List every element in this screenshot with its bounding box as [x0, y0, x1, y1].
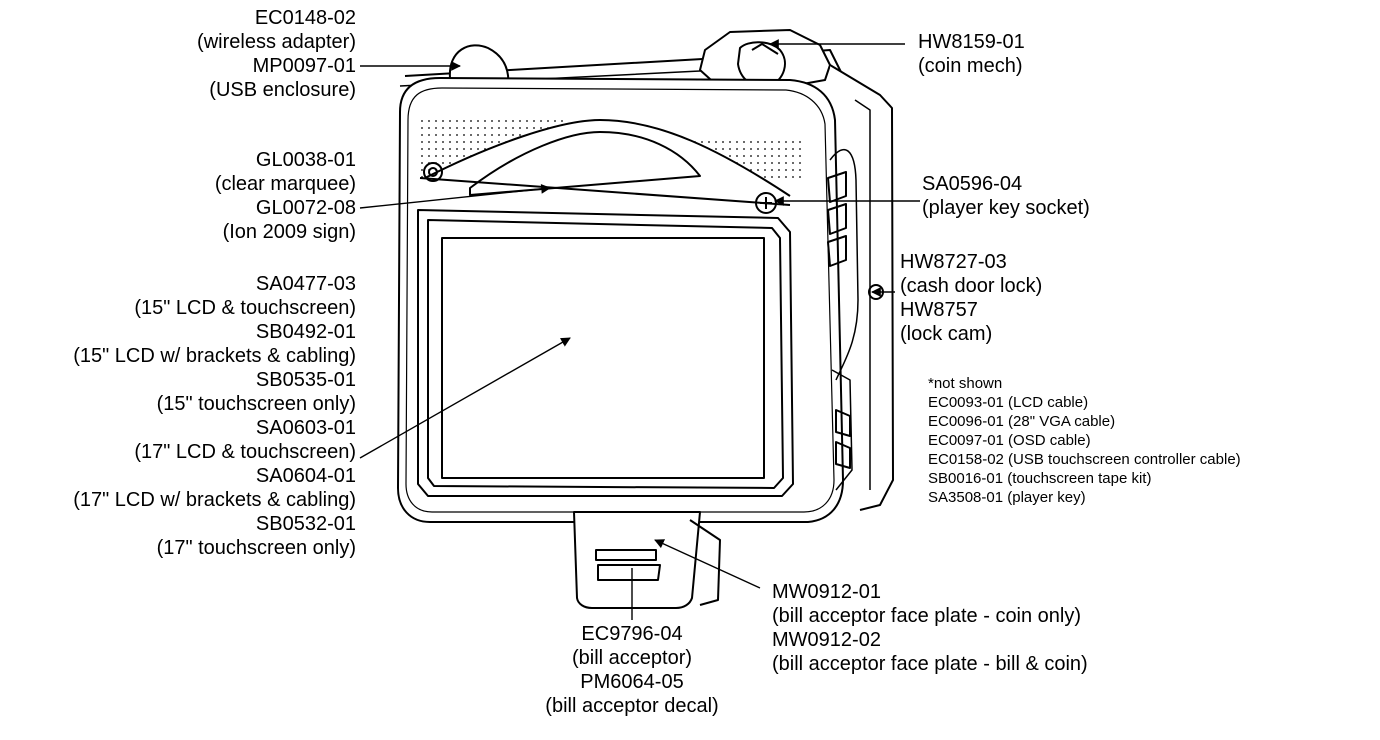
part-description: (Ion 2009 sign) [222, 221, 356, 243]
part-description: (cash door lock) [900, 275, 1043, 297]
part-description: (bill acceptor decal) [545, 695, 719, 717]
part-number: HW8727-03 [900, 251, 1007, 273]
part-description: (USB enclosure) [209, 79, 356, 101]
callout-bill-acceptor: EC9796-04 (bill acceptor) PM6064-05 (bil… [512, 622, 752, 718]
part-description: (bill acceptor face plate - coin only) [772, 605, 1082, 627]
part-number: EC0148-02 [254, 7, 356, 29]
part-description: (bill acceptor) [571, 647, 693, 669]
callout-marquee: GL0038-01 (clear marquee) GL0072-08 (Ion… [120, 148, 356, 244]
part-description: (17" LCD w/ brackets & cabling) [73, 489, 356, 511]
callout-face-plate: MW0912-01 (bill acceptor face plate - co… [772, 580, 1088, 676]
part-number: GL0038-01 [255, 149, 356, 171]
part-number: PM6064-05 [580, 671, 684, 693]
part-description: (17" touchscreen only) [156, 537, 356, 559]
part-number: SA0604-01 [255, 465, 356, 487]
part-description: (coin mech) [918, 55, 1023, 77]
part-number: MP0097-01 [252, 55, 356, 77]
part-number: SB0532-01 [255, 513, 356, 535]
not-shown-item: EC0097-01 (OSD cable) [928, 432, 1091, 449]
not-shown-item: EC0093-01 (LCD cable) [928, 394, 1089, 411]
not-shown-item: SB0016-01 (touchscreen tape kit) [928, 470, 1152, 487]
not-shown-item: EC0158-02 (USB touchscreen controller ca… [928, 451, 1241, 468]
part-number: SA0596-04 [922, 173, 1023, 195]
part-number: GL0072-08 [255, 197, 356, 219]
part-number: MW0912-02 [772, 629, 881, 651]
part-description: (15" LCD & touchscreen) [134, 297, 356, 319]
callout-cash-door-lock: HW8727-03 (cash door lock) HW8757 (lock … [900, 250, 1042, 346]
part-number: SA0477-03 [255, 273, 356, 295]
part-number: HW8757 [900, 299, 978, 321]
callout-wireless-adapter: EC0148-02 (wireless adapter) MP0097-01 (… [120, 6, 356, 102]
part-description: (wireless adapter) [197, 31, 356, 53]
not-shown-heading: *not shown [928, 375, 1003, 392]
part-description: (15" LCD w/ brackets & cabling) [73, 345, 356, 367]
not-shown-list: *not shown EC0093-01 (LCD cable) EC0096-… [928, 374, 1241, 507]
part-description: (lock cam) [900, 323, 993, 345]
part-number: HW8159-01 [918, 31, 1025, 53]
not-shown-item: SA3508-01 (player key) [928, 489, 1086, 506]
callout-lcd-touchscreen: SA0477-03 (15" LCD & touchscreen) SB0492… [0, 272, 356, 560]
part-description: (clear marquee) [214, 173, 356, 195]
callout-coin-mech: HW8159-01 (coin mech) [918, 30, 1025, 78]
part-description: (15" touchscreen only) [156, 393, 356, 415]
part-number: MW0912-01 [772, 581, 881, 603]
callout-key-socket: SA0596-04 (player key socket) [922, 172, 1090, 220]
part-description: (bill acceptor face plate - bill & coin) [772, 653, 1088, 675]
lcd-screen [441, 237, 765, 479]
part-number: SB0492-01 [255, 321, 356, 343]
part-number: SA0603-01 [255, 417, 356, 439]
part-description: (player key socket) [922, 197, 1090, 219]
part-number: SB0535-01 [255, 369, 356, 391]
part-description: (17" LCD & touchscreen) [134, 441, 356, 463]
not-shown-item: EC0096-01 (28" VGA cable) [928, 413, 1116, 430]
part-number: EC9796-04 [581, 623, 683, 645]
